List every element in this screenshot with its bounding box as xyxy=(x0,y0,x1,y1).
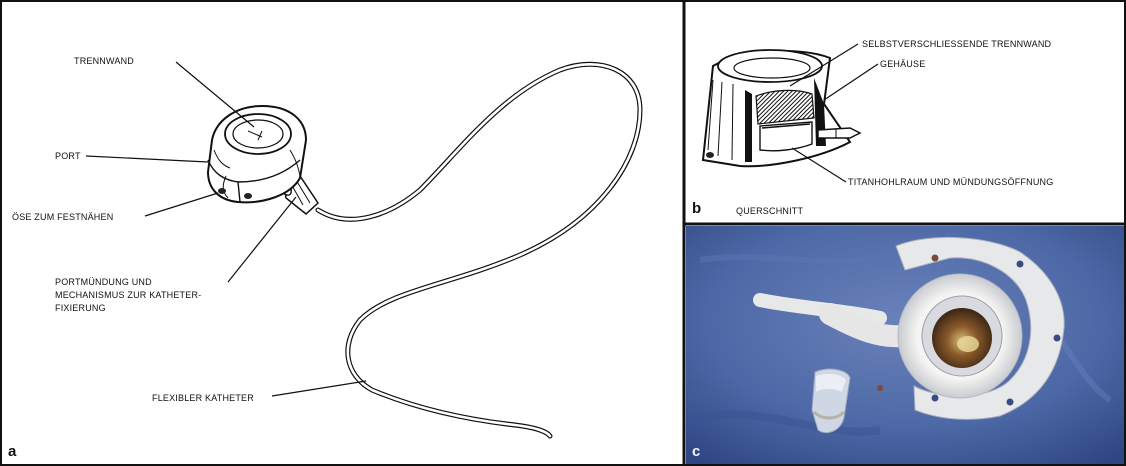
label-portmuendung-line2: MECHANISMUS ZUR KATHETER- xyxy=(55,289,201,301)
leader-b-gehaeuse xyxy=(824,64,878,100)
leader-portmuendung xyxy=(228,197,296,282)
label-trennwand: TRENNWAND xyxy=(74,55,134,67)
label-b-gehaeuse: GEHÄUSE xyxy=(880,58,925,70)
panel-letter-b: b xyxy=(692,200,701,217)
port-body xyxy=(208,106,306,202)
label-port: PORT xyxy=(55,150,81,162)
panel-c-photo xyxy=(686,226,1124,464)
label-b-trennwand: SELBSTVERSCHLIESSENDE TRENNWAND xyxy=(862,38,1051,50)
section-septum xyxy=(756,90,814,124)
label-portmuendung-line3: FIXIERUNG xyxy=(55,302,106,314)
leader-katheter xyxy=(272,381,366,396)
leader-port xyxy=(86,156,208,162)
leader-oese xyxy=(145,193,218,216)
panel-b-drawing xyxy=(703,44,878,182)
label-oese: ÖSE ZUM FESTNÄHEN xyxy=(12,211,113,223)
leader-trennwand xyxy=(176,62,254,127)
panel-letter-c: c xyxy=(692,443,700,460)
caption-querschnitt: QUERSCHNITT xyxy=(736,205,803,217)
panel-a-drawing xyxy=(86,62,640,436)
catheter-tube xyxy=(318,64,640,436)
panel-letter-a: a xyxy=(8,443,16,460)
label-portmuendung-line1: PORTMÜNDUNG UND xyxy=(55,276,152,288)
label-b-titan: TITANHOHLRAUM UND MÜNDUNGSÖFFNUNG xyxy=(848,176,1053,188)
label-katheter: FLEXIBLER KATHETER xyxy=(152,392,254,404)
